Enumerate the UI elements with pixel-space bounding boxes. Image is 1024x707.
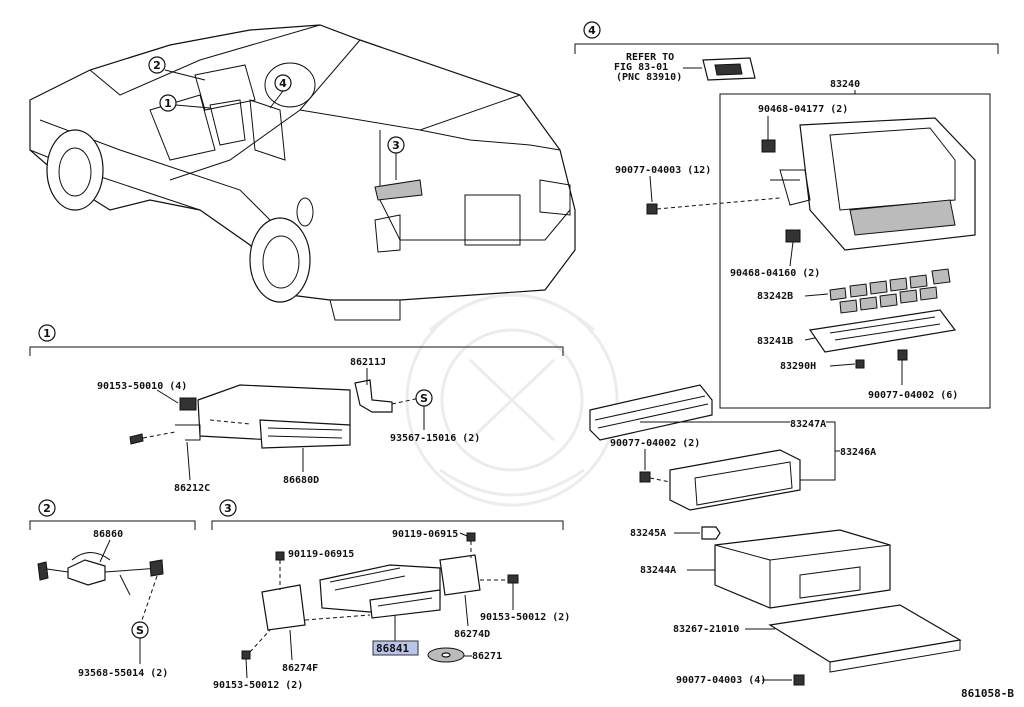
car-marker-4-text: 4 xyxy=(279,77,287,90)
section-2-marker xyxy=(38,499,56,517)
label-83247A: 83247A xyxy=(790,419,826,430)
label-83290H: 83290H xyxy=(780,361,816,372)
label-83244A: 83244A xyxy=(640,565,676,576)
label-83267-21010: 83267-21010 xyxy=(673,624,739,635)
label-90119-06915-b: 90119-06915 xyxy=(392,529,458,540)
car-marker-3-text: 3 xyxy=(392,139,400,152)
label-86274D: 86274D xyxy=(454,629,490,640)
refer-line-1: REFER TO xyxy=(626,52,674,63)
label-86680D: 86680D xyxy=(283,475,319,486)
car-marker-2-text: 2 xyxy=(153,59,161,72)
refer-line-2: FIG 83-01 xyxy=(614,62,668,73)
label-90119-06915-a: 90119-06915 xyxy=(288,549,354,560)
part-83242B xyxy=(829,268,951,314)
section-2: 2 S 86860 93568-55014 (2) xyxy=(29,499,196,679)
section-3: 3 90119-06915 90119-06915 90153-50012 (2… xyxy=(211,499,570,691)
section-4-marker-text: 4 xyxy=(588,24,596,37)
label-90153-50012-b: 90153-50012 (2) xyxy=(213,680,303,691)
label-90468-04160: 90468-04160 (2) xyxy=(730,268,820,279)
section-1-marker-text: 1 xyxy=(43,327,51,340)
label-90077-04003-12: 90077-04003 (12) xyxy=(615,165,711,176)
part-83247A xyxy=(589,384,713,441)
label-90077-04002-2: 90077-04002 (2) xyxy=(610,438,700,449)
label-90153-50010: 90153-50010 (4) xyxy=(97,381,187,392)
label-83242B: 83242B xyxy=(757,291,793,302)
watermark-emblem xyxy=(405,293,619,507)
label-90077-04003-4: 90077-04003 (4) xyxy=(676,675,766,686)
section-3-marker xyxy=(219,499,237,517)
section-1-marker xyxy=(38,324,56,342)
clip-S-1-text: S xyxy=(420,392,428,405)
label-83240: 83240 xyxy=(830,79,860,90)
label-93567-15016: 93567-15016 (2) xyxy=(390,433,480,444)
label-86211J: 86211J xyxy=(350,357,386,368)
part-83244A xyxy=(714,529,891,609)
car-marker-2 xyxy=(148,56,166,74)
part-86211J xyxy=(354,379,393,413)
label-86271: 86271 xyxy=(472,651,502,662)
part-83245A xyxy=(701,526,721,540)
section-2-marker-text: 2 xyxy=(43,502,51,515)
label-86212C: 86212C xyxy=(174,483,210,494)
figure-id: 861058-B xyxy=(961,687,1014,700)
label-86860: 86860 xyxy=(93,529,123,540)
clip-S-2-text: S xyxy=(136,624,144,637)
part-86274F xyxy=(261,584,306,631)
part-86860 xyxy=(67,559,106,586)
label-90153-50012-a: 90153-50012 (2) xyxy=(480,612,570,623)
vehicle-illustration: 2 1 4 3 xyxy=(29,24,576,321)
part-83246A xyxy=(669,449,801,511)
car-marker-1 xyxy=(159,94,177,112)
section-1: 1 S 90153-50010 (4) 86211J 93567-15016 (… xyxy=(29,324,564,494)
label-86274F: 86274F xyxy=(282,663,318,674)
label-90468-04177: 90468-04177 (2) xyxy=(758,104,848,115)
label-86841[interactable]: 86841 xyxy=(376,642,409,655)
label-90077-04002-6: 90077-04002 (6) xyxy=(868,390,958,401)
refer-line-3: (PNC 83910) xyxy=(616,72,682,83)
part-83241B xyxy=(808,309,957,353)
label-83241B: 83241B xyxy=(757,336,793,347)
part-83267-21010 xyxy=(768,604,962,663)
car-marker-1-text: 1 xyxy=(164,97,172,110)
section-3-marker-text: 3 xyxy=(224,502,232,515)
part-86274D xyxy=(439,554,481,596)
section-4-marker xyxy=(583,21,601,39)
section-4: 4 REFER TO FIG 83-01 (PNC 83910) 83240 9… xyxy=(574,21,999,686)
label-93568-55014: 93568-55014 (2) xyxy=(78,668,168,679)
label-83246A: 83246A xyxy=(840,447,876,458)
label-83245A: 83245A xyxy=(630,528,666,539)
